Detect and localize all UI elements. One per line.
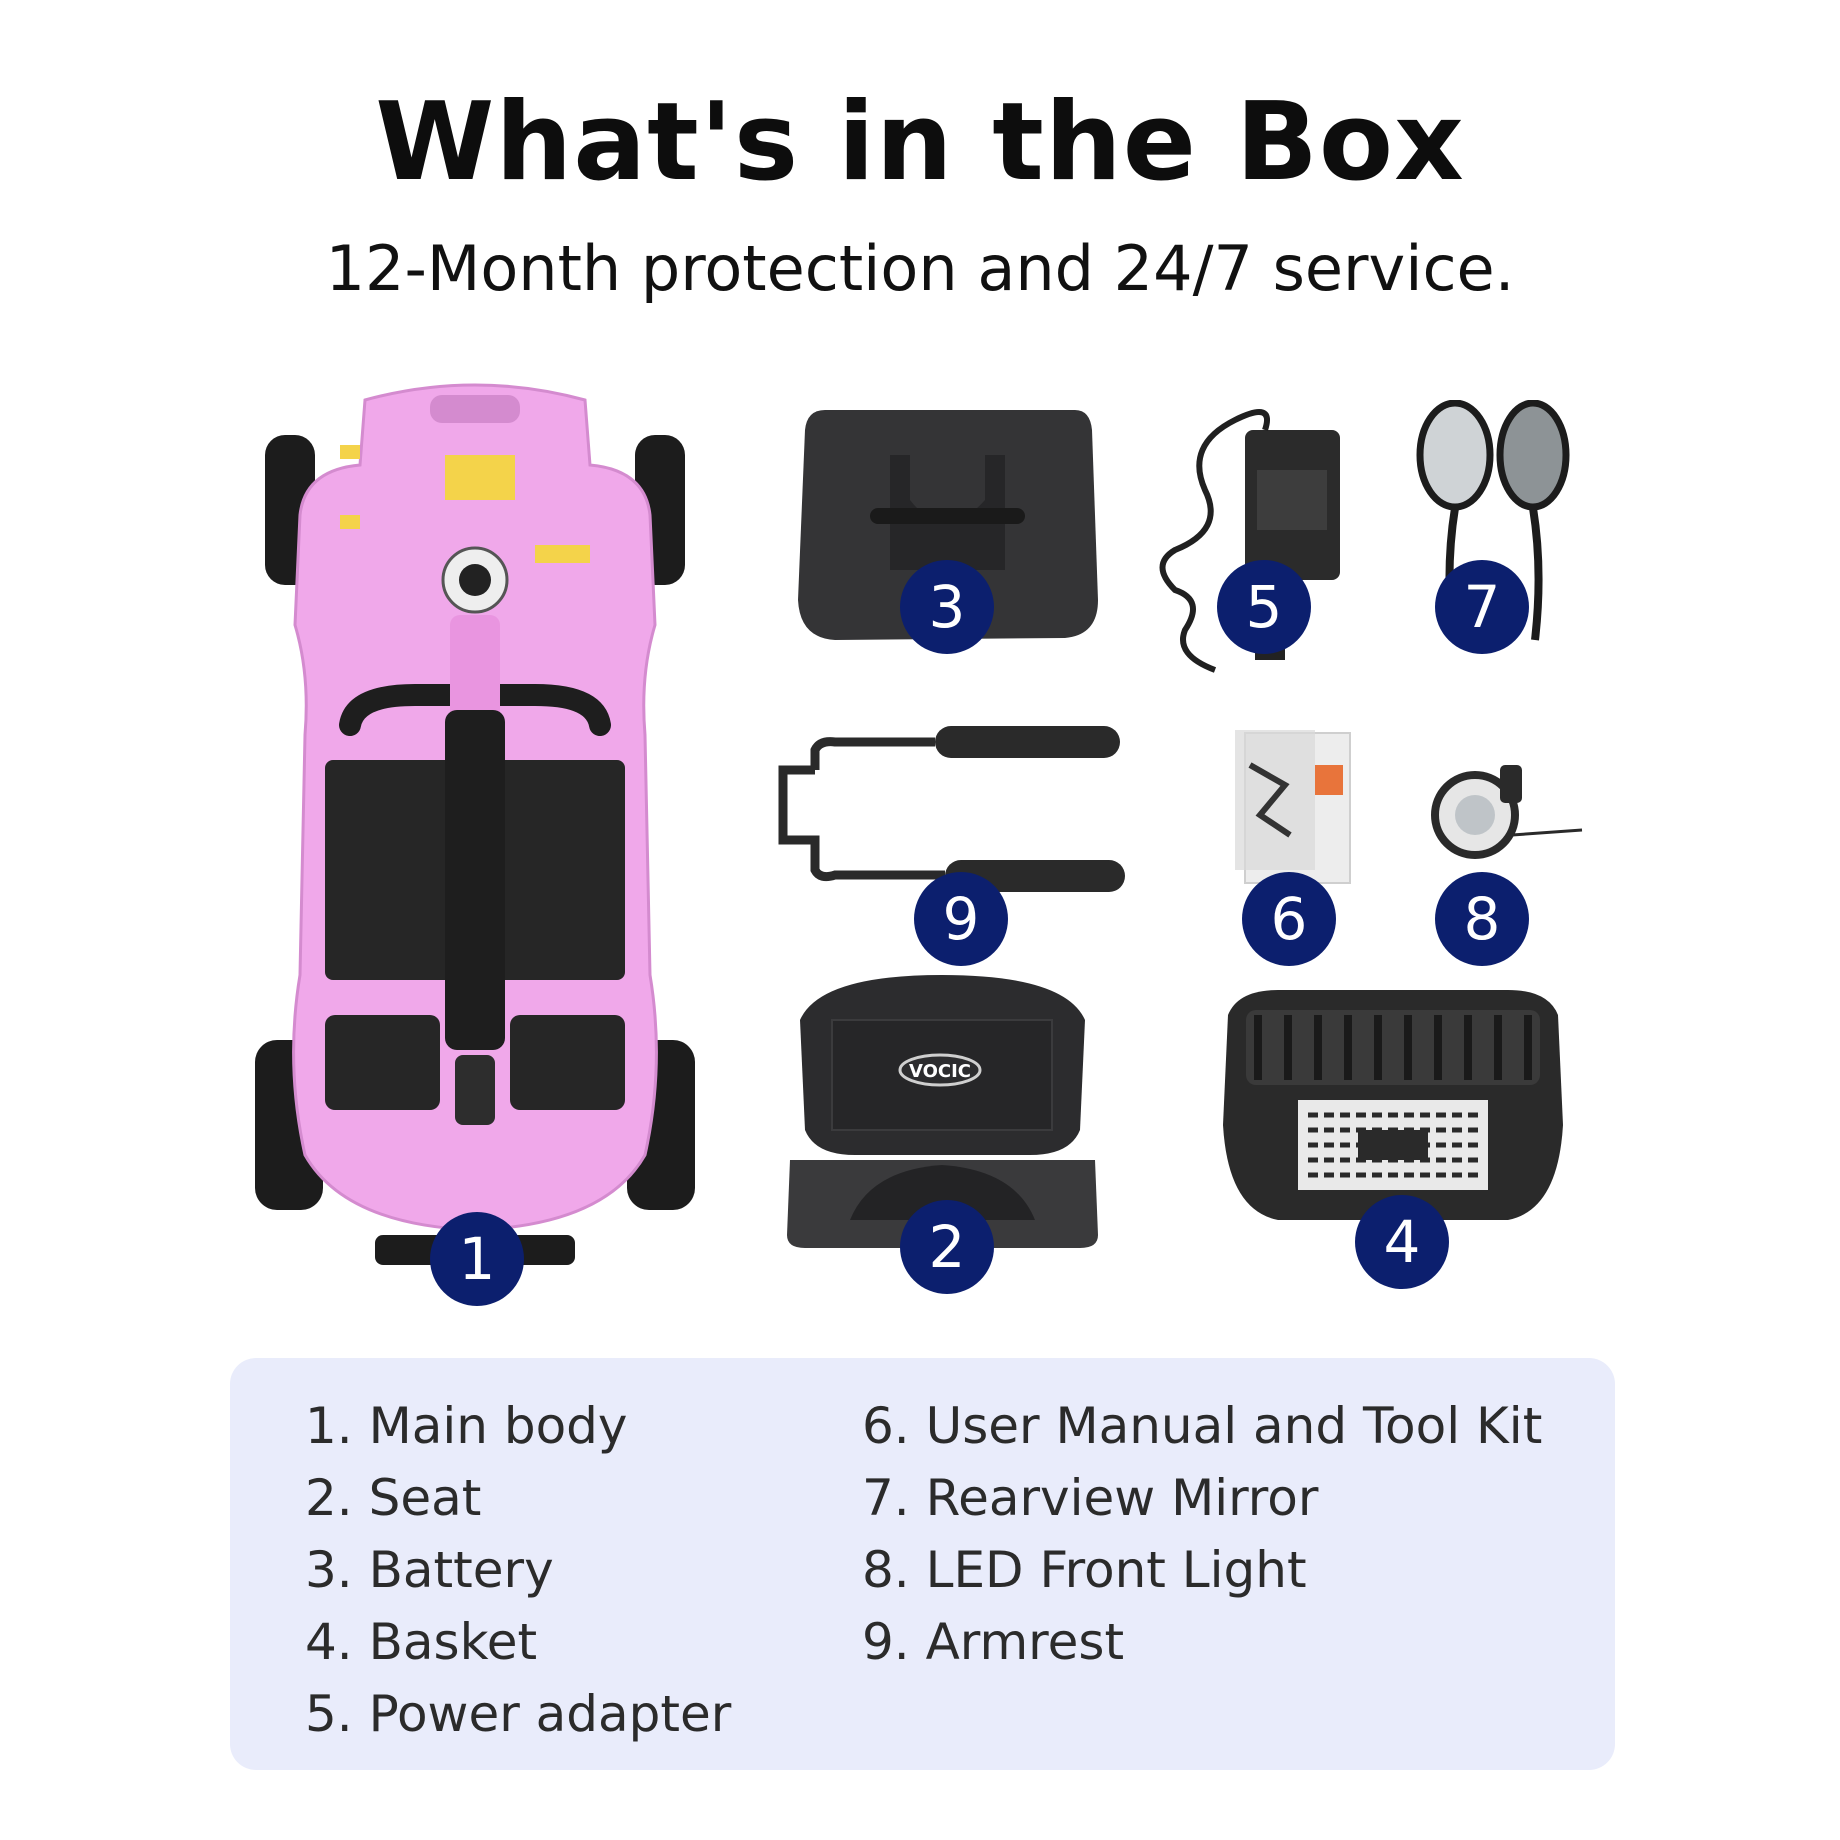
legend-item-seat: 2. Seat	[305, 1469, 482, 1527]
contents-legend-panel: 1. Main body 2. Seat 3. Battery 4. Baske…	[230, 1358, 1615, 1770]
seat-image: VOCIC	[780, 970, 1105, 1250]
legend-item-led-front-light: 8. LED Front Light	[862, 1541, 1307, 1599]
badge-7: 7	[1435, 560, 1529, 654]
legend-item-power-adapter: 5. Power adapter	[305, 1685, 732, 1743]
seat-logo-text: VOCIC	[909, 1061, 971, 1082]
basket-image	[1218, 985, 1568, 1230]
legend-item-battery: 3. Battery	[305, 1541, 554, 1599]
badge-6: 6	[1242, 872, 1336, 966]
armrest-image	[775, 710, 1130, 910]
badge-1: 1	[430, 1212, 524, 1306]
legend-item-rearview-mirror: 7. Rearview Mirror	[862, 1469, 1319, 1527]
badge-5: 5	[1217, 560, 1311, 654]
legend-item-basket: 4. Basket	[305, 1613, 538, 1671]
manual-toolkit-image	[1230, 725, 1355, 890]
page-title: What's in the Box	[375, 80, 1465, 205]
battery-image	[795, 400, 1100, 650]
rearview-mirror-image	[1415, 399, 1575, 650]
legend-column-left: 1. Main body 2. Seat 3. Battery 4. Baske…	[305, 1390, 731, 1750]
legend-column-right: 6. User Manual and Tool Kit 7. Rearview …	[862, 1390, 1542, 1678]
badge-9: 9	[914, 872, 1008, 966]
legend-item-manual-toolkit: 6. User Manual and Tool Kit	[862, 1397, 1543, 1455]
main-body-image	[245, 375, 705, 1275]
page-subtitle: 12-Month protection and 24/7 service.	[325, 232, 1515, 305]
badge-3: 3	[900, 560, 994, 654]
legend-item-armrest: 9. Armrest	[862, 1613, 1125, 1671]
badge-8: 8	[1435, 872, 1529, 966]
legend-item-main-body: 1. Main body	[305, 1397, 628, 1455]
badge-2: 2	[900, 1200, 994, 1294]
badge-4: 4	[1355, 1195, 1449, 1289]
led-front-light-image	[1420, 760, 1585, 870]
power-adapter-image	[1145, 400, 1350, 680]
